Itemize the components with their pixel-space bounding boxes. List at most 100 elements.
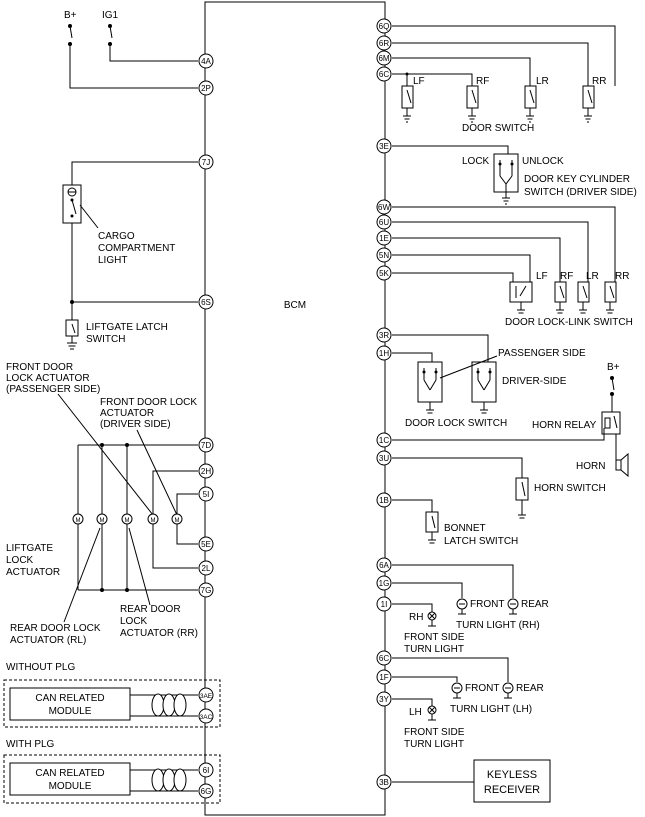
svg-text:BONNET: BONNET <box>444 523 486 534</box>
door-switch-rr: RR <box>582 76 606 123</box>
svg-text:6A: 6A <box>379 561 389 570</box>
svg-text:1G: 1G <box>379 579 390 588</box>
bcm-box <box>204 1 386 816</box>
turn-light-lh-rear: REAR <box>502 682 544 699</box>
keyless-receiver: KEYLESS RECEIVER <box>392 759 551 803</box>
pin-5k: 5K <box>376 265 392 281</box>
motor-rear-rl: M <box>96 513 108 525</box>
svg-text:ACTUATOR: ACTUATOR <box>100 408 154 419</box>
door-key-cylinder-switch: LOCK UNLOCK DOOR KEY CYLINDER SWITCH (DR… <box>392 145 637 205</box>
pin-7d: 7D <box>198 437 214 453</box>
svg-text:3B: 3B <box>379 778 389 787</box>
svg-text:5E: 5E <box>201 540 211 549</box>
svg-text:LOCK: LOCK <box>6 555 34 566</box>
pin-3y: 3Y <box>376 691 392 707</box>
svg-text:LF: LF <box>536 271 548 282</box>
door-switch-lf: LF <box>401 76 425 123</box>
pin-5i: 5I <box>198 486 214 502</box>
svg-text:7D: 7D <box>201 441 211 450</box>
svg-text:6G: 6G <box>201 787 212 796</box>
svg-text:LIFTGATE: LIFTGATE <box>6 543 53 554</box>
svg-text:7G: 7G <box>201 586 212 595</box>
svg-text:6C: 6C <box>379 654 389 663</box>
svg-text:FRONT: FRONT <box>465 683 499 694</box>
pin-3e: 3E <box>376 138 392 154</box>
svg-text:LF: LF <box>413 76 425 87</box>
svg-text:B+: B+ <box>64 10 77 21</box>
svg-text:2L: 2L <box>202 564 211 573</box>
turn-light-rh-label: TURN LIGHT (RH) <box>456 620 540 631</box>
turn-light-lh-wiring <box>392 657 509 706</box>
svg-text:6S: 6S <box>201 298 211 307</box>
pin-6s: 6S <box>198 294 214 310</box>
rear-door-lock-actuator-rr-label: REAR DOOR LOCK ACTUATOR (RR) <box>120 527 198 639</box>
svg-text:LOCK: LOCK <box>462 156 490 167</box>
with-plg-section: WITH PLG CAN RELATED MODULE <box>3 739 221 804</box>
door-switch-wiring <box>392 25 616 86</box>
turn-light-rh-wiring <box>392 564 514 612</box>
svg-text:KEYLESS: KEYLESS <box>487 769 537 781</box>
liftgate-latch-switch: LIFTGATE LATCH SWITCH <box>65 300 198 350</box>
door-switch-label: DOOR SWITCH <box>462 123 534 134</box>
turn-light-lh-label: TURN LIGHT (LH) <box>450 704 532 715</box>
svg-text:CAN RELATED: CAN RELATED <box>35 693 104 704</box>
svg-text:(DRIVER SIDE): (DRIVER SIDE) <box>100 419 171 430</box>
driver-side-label: DRIVER-SIDE <box>502 376 567 387</box>
svg-text:MODULE: MODULE <box>49 706 92 717</box>
pin-3ac: 3AC <box>198 708 214 724</box>
svg-text:IG1: IG1 <box>102 10 119 21</box>
svg-text:CAN RELATED: CAN RELATED <box>35 768 104 779</box>
svg-text:HORN SWITCH: HORN SWITCH <box>534 483 606 494</box>
door-switch-lr: LR <box>524 76 549 123</box>
front-door-lock-actuator-passenger-label: FRONT DOOR LOCK ACTUATOR (PASSENGER SIDE… <box>6 362 154 516</box>
svg-text:RR: RR <box>592 76 606 87</box>
svg-text:1H: 1H <box>379 349 389 358</box>
svg-text:2P: 2P <box>201 84 211 93</box>
motor-liftgate: M <box>72 513 84 525</box>
svg-text:6Q: 6Q <box>379 22 390 31</box>
svg-text:FRONT DOOR: FRONT DOOR <box>6 362 73 373</box>
pin-6c-turn: 6C <box>376 650 392 666</box>
svg-text:RECEIVER: RECEIVER <box>484 784 540 796</box>
pin-5e: 5E <box>198 536 214 552</box>
bcm-label: BCM <box>284 300 306 311</box>
svg-text:FRONT SIDE: FRONT SIDE <box>404 727 465 738</box>
pin-1b: 1B <box>376 492 392 508</box>
svg-text:REAR: REAR <box>521 599 549 610</box>
svg-text:M: M <box>100 518 105 524</box>
passenger-side-label: PASSENGER SIDE <box>498 348 586 359</box>
svg-text:1C: 1C <box>379 436 389 445</box>
svg-text:LOCK: LOCK <box>120 616 148 627</box>
bonnet-latch-switch: BONNET LATCH SWITCH <box>392 499 518 547</box>
svg-text:TURN LIGHT: TURN LIGHT <box>404 644 464 655</box>
pin-2h: 2H <box>198 463 214 479</box>
rear-door-lock-actuator-rl-label: REAR DOOR LOCK ACTUATOR (RL) <box>10 527 101 646</box>
svg-text:LR: LR <box>586 271 599 282</box>
pin-3ae: 3AE <box>198 687 214 703</box>
svg-text:3U: 3U <box>379 454 389 463</box>
svg-text:3AE: 3AE <box>200 693 213 700</box>
svg-text:LIGHT: LIGHT <box>98 255 127 266</box>
left-connector-pins: 4A 2P 7J 6S 7D 2H 5I 5E 2L 7G 3AE 3AC 6I… <box>198 53 214 799</box>
svg-text:5K: 5K <box>379 269 389 278</box>
svg-text:1E: 1E <box>379 234 389 243</box>
svg-text:FRONT DOOR LOCK: FRONT DOOR LOCK <box>100 397 197 408</box>
cargo-compartment-light: CARGO COMPARTMENT LIGHT <box>62 161 198 302</box>
svg-text:LATCH SWITCH: LATCH SWITCH <box>444 536 518 547</box>
svg-text:LH: LH <box>409 707 422 718</box>
svg-text:MODULE: MODULE <box>49 781 92 792</box>
pin-6w: 6W <box>376 199 392 215</box>
svg-text:M: M <box>76 518 81 524</box>
pin-1f: 1F <box>376 669 392 685</box>
lock-link-switch-lf: LF <box>509 271 548 314</box>
svg-text:3R: 3R <box>379 331 389 340</box>
pin-6c-door: 6C <box>376 66 392 82</box>
svg-text:REAR: REAR <box>516 683 544 694</box>
pin-6a: 6A <box>376 557 392 573</box>
pin-1i: 1I <box>376 596 392 612</box>
lock-link-switch-label: DOOR LOCK-LINK SWITCH <box>505 317 633 328</box>
pin-4a: 4A <box>198 53 214 69</box>
svg-text:WITH PLG: WITH PLG <box>6 739 55 750</box>
lock-link-switch-rr: RR <box>604 271 629 314</box>
